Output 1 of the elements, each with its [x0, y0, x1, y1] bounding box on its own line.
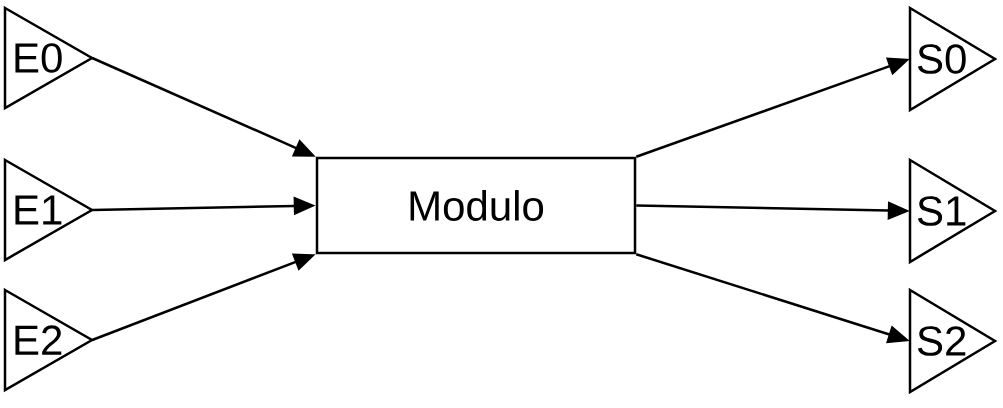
process-box: Modulo [315, 156, 637, 255]
